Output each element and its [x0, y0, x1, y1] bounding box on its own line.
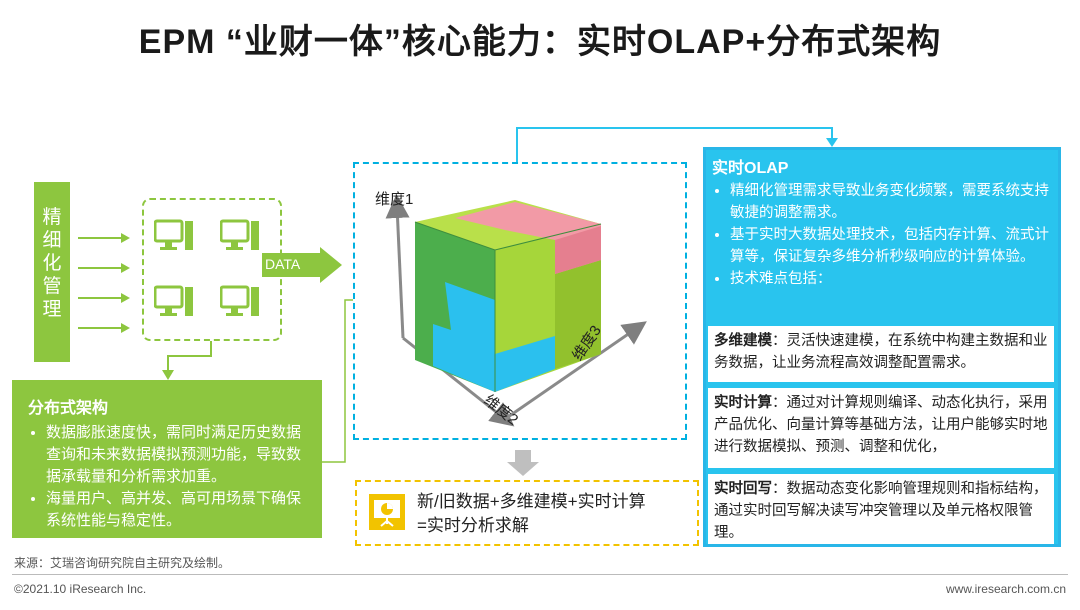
computer-icon: [154, 285, 193, 316]
axis-label-2: 维度2: [481, 392, 522, 429]
olap-cube-box: 维度1 维度2 维度3: [353, 162, 687, 440]
olap-point-modeling: 多维建模：灵活快速建模，在系统中构建主数据和业务数据，让业务流程高效调整配置需求…: [708, 326, 1054, 382]
input-arrow: [78, 263, 130, 273]
page-title: EPM “业财一体”核心能力：实时OLAP+分布式架构: [138, 23, 942, 61]
olap-point-text: ：通过对计算规则编译、动态化执行，采用产品优化、向量计算等基础方法，让用户能够实…: [714, 395, 1048, 455]
down-arrow-icon: [507, 450, 539, 476]
distributed-architecture-box: 分布式架构 数据膨胀速度快，需同时满足历史数据查询和未来数据模拟预测功能，导致数…: [12, 380, 322, 538]
footer-divider: [12, 574, 1068, 575]
computer-icon: [154, 219, 193, 250]
axis-label-1: 维度1: [375, 191, 413, 208]
olap-bullet: 精细化管理需求导致业务变化频繁，需要系统支持敏捷的调整需求。: [730, 180, 1050, 224]
olap-bullet: 基于实时大数据处理技术，包括内存计算、流式计算等，保证复杂多维分析秒级响应的计算…: [730, 224, 1050, 268]
axis-label-1-char: 维度1: [375, 191, 413, 208]
input-arrow: [78, 233, 130, 243]
olap-point-text: ：数据动态变化影响管理规则和指标结构，通过实时回写解决读写冲突管理以及单元格权限…: [714, 481, 1048, 541]
presentation-chart-icon: [369, 494, 405, 530]
realtime-olap-box: 实时OLAP 精细化管理需求导致业务变化频繁，需要系统支持敏捷的调整需求。 基于…: [703, 147, 1061, 547]
source-note: 来源：艾瑞咨询研究院自主研究及绘制。: [14, 556, 231, 570]
result-box: 新/旧数据+多维建模+实时计算 =实时分析求解: [355, 480, 699, 546]
left-bar: 精细化管理: [34, 182, 70, 362]
left-bar-label: 精细化管理: [42, 207, 62, 320]
olap-point-text: ：灵活快速建模，在系统中构建主数据和业务数据，让业务流程高效调整配置需求。: [714, 333, 1048, 371]
distributed-bullet: 数据膨胀速度快，需同时满足历史数据查询和未来数据模拟预测功能，导致数据承载量和分…: [46, 422, 312, 488]
input-arrow: [78, 293, 130, 303]
olap-point-writeback: 实时回写：数据动态变化影响管理规则和指标结构，通过实时回写解决读写冲突管理以及单…: [708, 474, 1054, 544]
copyright: ©2021.10 iResearch Inc.: [14, 582, 147, 596]
olap-cube-illustration: 维度1 维度2 维度3: [375, 191, 647, 429]
data-arrow: DATA: [262, 247, 342, 283]
olap-point-term: 实时计算: [714, 395, 772, 411]
result-line-2: =实时分析求解: [417, 516, 529, 535]
computers-box: [142, 198, 282, 341]
input-arrow: [78, 323, 130, 333]
olap-heading: 实时OLAP: [712, 160, 789, 177]
olap-point-term: 多维建模: [714, 333, 772, 349]
website: www.iresearch.com.cn: [945, 582, 1066, 596]
computer-icon: [220, 285, 259, 316]
olap-bullet: 技术难点包括：: [730, 268, 1050, 290]
computer-icon: [220, 219, 259, 250]
result-line-1: 新/旧数据+多维建模+实时计算: [417, 492, 646, 511]
distributed-heading: 分布式架构: [28, 400, 109, 417]
distributed-bullet: 海量用户、高并发、高可用场景下确保系统性能与稳定性。: [46, 488, 312, 532]
result-text: 新/旧数据+多维建模+实时计算 =实时分析求解: [417, 490, 646, 538]
olap-summary: 实时OLAP 精细化管理需求导致业务变化频繁，需要系统支持敏捷的调整需求。 基于…: [706, 150, 1058, 290]
olap-point-computing: 实时计算：通过对计算规则编译、动态化执行，采用产品优化、向量计算等基础方法，让用…: [708, 388, 1054, 468]
data-arrow-label: DATA: [265, 256, 301, 272]
olap-point-term: 实时回写: [714, 481, 772, 497]
